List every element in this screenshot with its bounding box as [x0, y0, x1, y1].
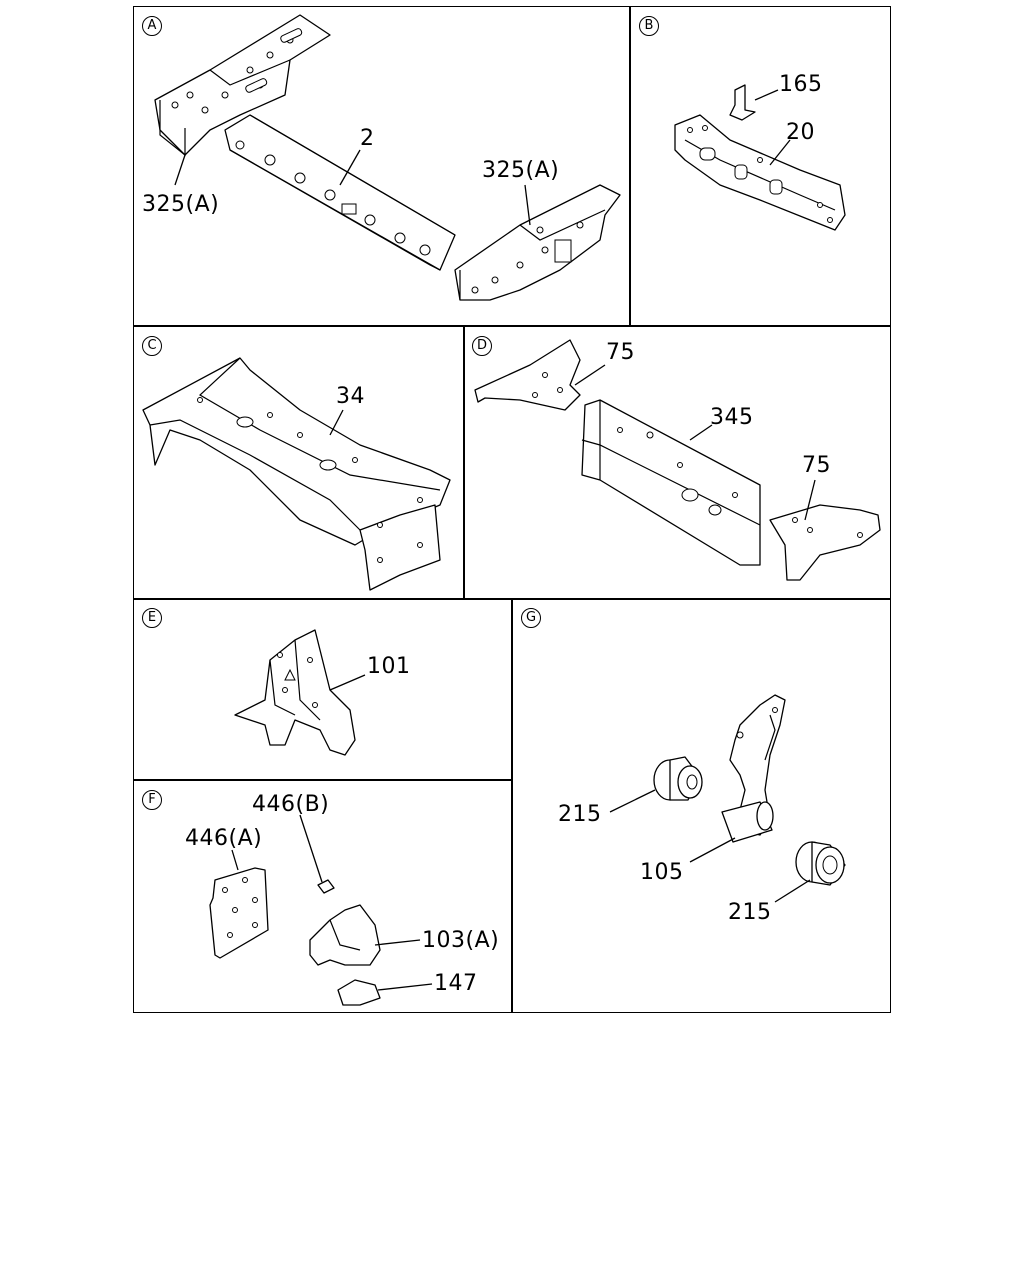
label-345: 345 [710, 405, 754, 430]
label-34: 34 [336, 384, 365, 409]
divider-c-d [463, 325, 465, 599]
panel-letter-f: F [142, 790, 162, 810]
label-325a-right: 325(A) [482, 158, 560, 183]
panel-letter-g: G [521, 608, 541, 628]
divider-e-f [133, 779, 512, 781]
label-446b: 446(B) [252, 792, 330, 817]
label-2: 2 [360, 126, 375, 151]
divider-ef-g [511, 598, 513, 1013]
label-103a: 103(A) [422, 928, 500, 953]
divider-a-b [629, 6, 631, 326]
panel-letter-c: C [142, 336, 162, 356]
label-105: 105 [640, 860, 684, 885]
label-75-right: 75 [802, 453, 831, 478]
label-325a-left: 325(A) [142, 192, 220, 217]
label-165: 165 [779, 72, 823, 97]
panel-letter-a: A [142, 16, 162, 36]
label-101: 101 [367, 654, 411, 679]
label-215-bottom: 215 [728, 900, 772, 925]
label-75-top: 75 [606, 340, 635, 365]
label-147: 147 [434, 971, 478, 996]
label-215-top: 215 [558, 802, 602, 827]
label-446a: 446(A) [185, 826, 263, 851]
label-20: 20 [786, 120, 815, 145]
panel-letter-b: B [639, 16, 659, 36]
panel-letter-d: D [472, 336, 492, 356]
panel-letter-e: E [142, 608, 162, 628]
divider-row1 [133, 325, 891, 327]
